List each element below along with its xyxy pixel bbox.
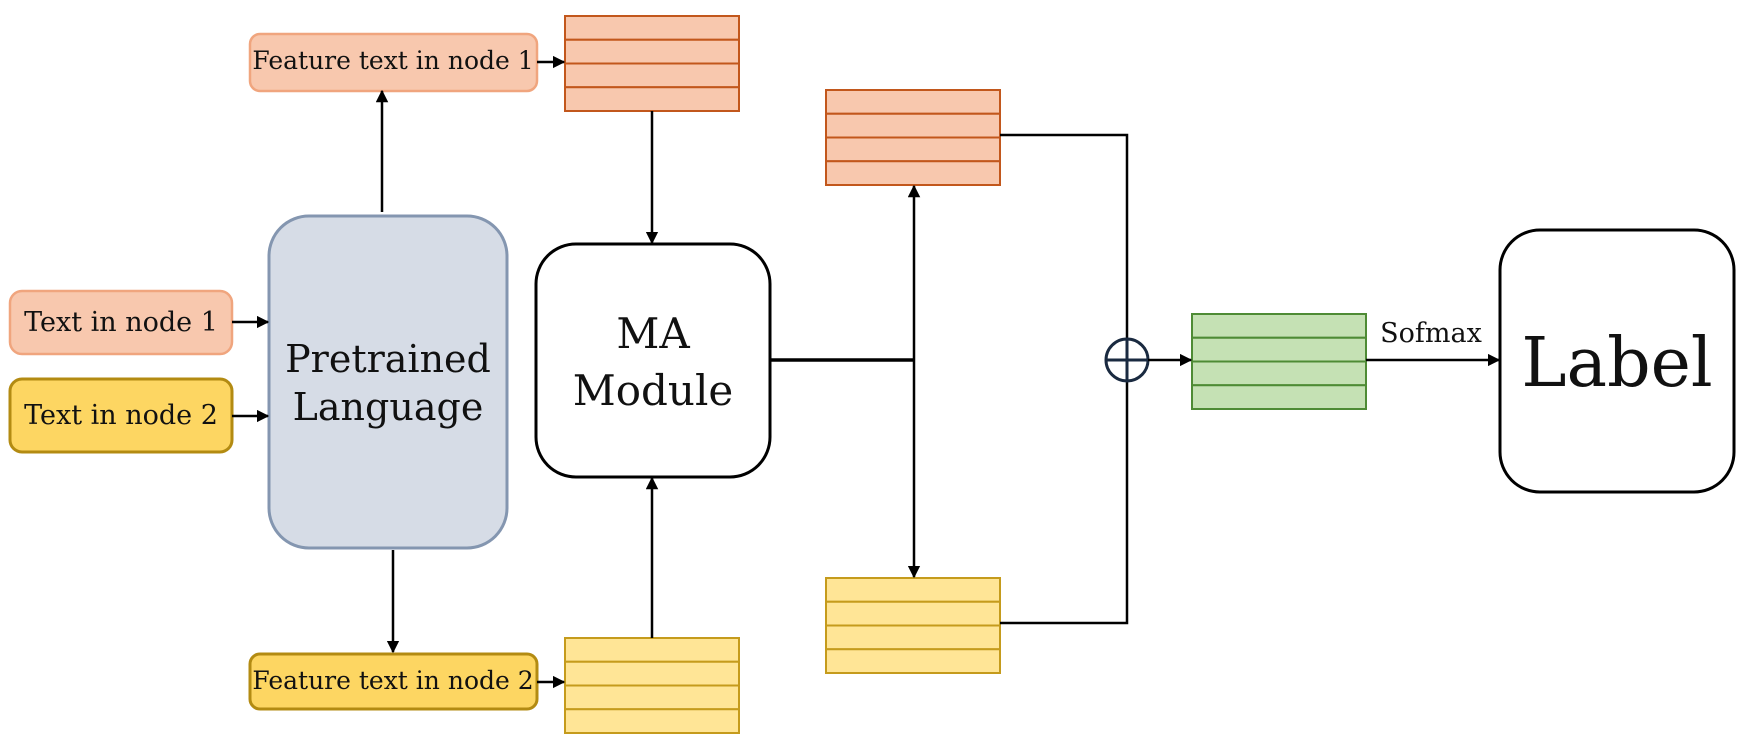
vector-cell	[564, 637, 740, 663]
vector-cell	[564, 660, 740, 687]
ma-label-line1: MA	[616, 309, 690, 358]
vector-cell	[564, 86, 740, 112]
feature-node-2-label: Feature text in node 2	[252, 666, 533, 695]
feature-node-1-label: Feature text in node 1	[252, 46, 533, 75]
feature-vector-yellow-mid	[825, 577, 1001, 674]
vector-cell	[564, 38, 740, 65]
feature-vector-yellow-bottom	[564, 637, 740, 734]
vector-cell	[564, 708, 740, 734]
label-text: Label	[1521, 324, 1712, 403]
vector-cell	[825, 112, 1001, 139]
ma-module-block: MA Module	[534, 242, 772, 479]
text-node-2-label: Text in node 2	[24, 400, 218, 431]
softmax-label: Sofmax	[1380, 318, 1482, 349]
feature-vector-orange-top	[564, 15, 740, 112]
vector-cell	[1191, 336, 1367, 363]
vector-cell	[564, 62, 740, 89]
vector-cell	[564, 684, 740, 711]
vector-cell	[825, 89, 1001, 115]
vector-cell	[1191, 313, 1367, 339]
text-node-1-box: Text in node 1	[8, 289, 234, 356]
vector-cell	[825, 160, 1001, 186]
vector-cell	[564, 15, 740, 41]
line-orange-to-sum	[1000, 133, 1129, 342]
pretrained-language-block: Pretrained Language	[267, 214, 509, 550]
pretrained-label-line2: Language	[293, 385, 484, 429]
vector-cell	[1191, 360, 1367, 387]
vector-cell	[825, 624, 1001, 651]
vector-cell	[1191, 384, 1367, 410]
feature-vector-orange-mid	[825, 89, 1001, 186]
text-node-2-box: Text in node 2	[8, 377, 234, 454]
pretrained-label-line1: Pretrained	[285, 337, 491, 381]
feature-node-2-box: Feature text in node 2	[248, 652, 539, 711]
vector-cell	[825, 600, 1001, 627]
vector-cell	[825, 136, 1001, 163]
vector-cell	[825, 648, 1001, 674]
sum-operator-icon	[1104, 337, 1150, 383]
feature-node-1-box: Feature text in node 1	[248, 32, 539, 93]
line-yellow-to-sum	[1000, 378, 1129, 625]
label-block: Label	[1498, 228, 1736, 494]
feature-vector-green-fused	[1191, 313, 1367, 410]
vector-cell	[825, 577, 1001, 603]
ma-label-line2: Module	[573, 366, 734, 415]
text-node-1-label: Text in node 1	[24, 307, 218, 338]
